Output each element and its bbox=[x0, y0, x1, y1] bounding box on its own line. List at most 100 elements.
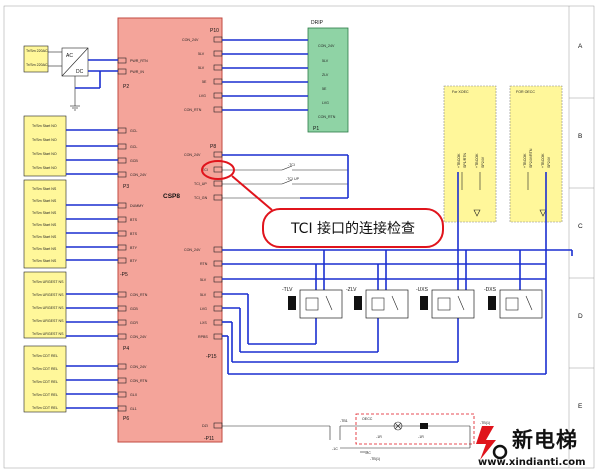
svg-text:Tr/Sm URGEST NS: Tr/Sm URGEST NS bbox=[32, 332, 64, 336]
csp8-left-pins: PWR_RTN PWR_IN GCL GCL GCB CON_24V DUMMY… bbox=[117, 57, 148, 412]
svg-text:BTY: BTY bbox=[130, 246, 138, 250]
left-terminal-group-2: Tr/Sm Start NS Tr/Sm Start NS Tr/Sm Star… bbox=[23, 179, 118, 269]
lamp-icon bbox=[393, 421, 403, 431]
svg-text:FOR OECC: FOR OECC bbox=[516, 90, 535, 94]
svg-text:+TBCOK: +TBCOK bbox=[523, 153, 527, 168]
sensor-panel-xoec: For XOEC +TBCOK SP1/RTN +TBCOK SP24V bbox=[443, 85, 497, 223]
svg-text:-TB(1): -TB(1) bbox=[480, 421, 490, 425]
grid-row-b: B bbox=[578, 133, 582, 140]
sensor-uxs: -UXS bbox=[416, 287, 475, 319]
svg-text:BTS: BTS bbox=[130, 218, 138, 222]
svg-text:5LV: 5LV bbox=[200, 278, 207, 282]
svg-text:Tr/Sm Start NO: Tr/Sm Start NO bbox=[32, 152, 57, 156]
svg-text:5LV: 5LV bbox=[198, 52, 205, 56]
svg-text:Tr/Sm Start NS: Tr/Sm Start NS bbox=[32, 199, 57, 203]
svg-text:Tr/Sm Start NO: Tr/Sm Start NO bbox=[32, 124, 57, 128]
svg-text:-DXS: -DXS bbox=[484, 287, 497, 293]
svg-text:Tr/Sm Start NS: Tr/Sm Start NS bbox=[32, 259, 57, 263]
svg-text:GCB: GCB bbox=[130, 307, 138, 311]
svg-text:TCI_GN: TCI_GN bbox=[194, 196, 208, 200]
grid-row-a: A bbox=[578, 43, 583, 50]
svg-text:CON_RTN: CON_RTN bbox=[130, 293, 148, 297]
svg-text:Tr/Sm URGEST NS: Tr/Sm URGEST NS bbox=[32, 293, 64, 297]
svg-text:Tr/Sm URGEST NS: Tr/Sm URGEST NS bbox=[32, 319, 64, 323]
port-p3: P3 bbox=[123, 184, 129, 190]
grid-row-e: E bbox=[578, 403, 583, 410]
svg-text:GCL: GCL bbox=[130, 129, 137, 133]
svg-text:GCB: GCB bbox=[130, 159, 138, 163]
svg-text:GL1: GL1 bbox=[130, 407, 137, 411]
svg-text:BTY: BTY bbox=[130, 259, 138, 263]
svg-text:5LV: 5LV bbox=[200, 293, 207, 297]
svg-text:+TBCOK: +TBCOK bbox=[541, 153, 545, 168]
port-p2: P2 bbox=[123, 84, 129, 90]
svg-text:SP24V: SP24V bbox=[547, 156, 551, 168]
sensor-zlv: -ZLV bbox=[346, 287, 409, 319]
port-p11: -P11 bbox=[204, 436, 214, 442]
svg-text:Tr/Sm CDT REL: Tr/Sm CDT REL bbox=[32, 393, 58, 397]
power-input: Tr/Sm 220AC Tr/Sm 220AC AC DC bbox=[23, 45, 118, 111]
svg-text:5LV: 5LV bbox=[198, 66, 205, 70]
svg-text:GCR: GCR bbox=[130, 321, 138, 325]
svg-text:LVG: LVG bbox=[200, 307, 207, 311]
csp8-board: CSP8 P2 P3 -P5 P4 P6 P10 P8 -P15 -P11 bbox=[117, 17, 223, 443]
svg-text:P1: P1 bbox=[313, 126, 319, 132]
svg-text:SP24V: SP24V bbox=[481, 156, 485, 168]
port-p4: P4 bbox=[123, 346, 129, 352]
drip-title: DRIP bbox=[311, 20, 324, 26]
svg-text:-TB(1): -TB(1) bbox=[370, 457, 380, 461]
grid-row-d: D bbox=[578, 313, 583, 320]
grid-row-c: C bbox=[578, 223, 583, 230]
left-terminal-group-3: Tr/Sm URGEST NS Tr/Sm URGEST NS Tr/Sm UR… bbox=[23, 271, 118, 339]
svg-text:Tr/Sm URGEST NS: Tr/Sm URGEST NS bbox=[32, 306, 64, 310]
svg-text:RPBS: RPBS bbox=[198, 335, 208, 339]
svg-text:GCL: GCL bbox=[130, 145, 137, 149]
svg-text:Tr/Sm CDT REL: Tr/Sm CDT REL bbox=[32, 406, 58, 410]
svg-text:Tr/Sm 220AC: Tr/Sm 220AC bbox=[26, 49, 48, 53]
svg-text:-UXS: -UXS bbox=[416, 287, 429, 293]
pin-row: TCI_GN bbox=[194, 194, 223, 201]
port-p15: -P15 bbox=[206, 354, 217, 360]
svg-text:Tr/Sm Start NS: Tr/Sm Start NS bbox=[32, 223, 57, 227]
port-p10: P10 bbox=[210, 28, 219, 34]
tci-highlight-circle bbox=[201, 160, 235, 180]
pin-row: TCI_UP bbox=[194, 180, 223, 187]
sensor-tlv: -TLV bbox=[282, 287, 343, 319]
bottom-circuit: -TB1 -1C OECC -1R -1R -TB(1) -TB(1) -2C bbox=[222, 413, 490, 461]
svg-text:Tr/Sm Start NO: Tr/Sm Start NO bbox=[32, 138, 57, 142]
svg-text:GLX: GLX bbox=[130, 393, 138, 397]
svg-text:Tr/Sm URGEST NS: Tr/Sm URGEST NS bbox=[32, 280, 64, 284]
svg-text:5E: 5E bbox=[202, 80, 207, 84]
watermark-logo-icon bbox=[476, 426, 508, 460]
tci-wiring: -TCI -TCI UP bbox=[201, 154, 349, 211]
svg-text:+TBCOK: +TBCOK bbox=[475, 153, 479, 168]
svg-text:LVG: LVG bbox=[199, 94, 206, 98]
oecc-dashed-box bbox=[355, 413, 475, 445]
svg-text:-ZLV: -ZLV bbox=[346, 287, 357, 293]
svg-text:LXS: LXS bbox=[200, 321, 207, 325]
sensor-row: -TLV -ZLV -UXS -DXS bbox=[282, 287, 543, 319]
svg-text:For XOEC: For XOEC bbox=[452, 90, 469, 94]
svg-text:DZI: DZI bbox=[202, 424, 208, 428]
svg-text:CON_24V: CON_24V bbox=[130, 335, 147, 339]
tci-up-switch-label: -TCI UP bbox=[286, 177, 300, 181]
svg-text:Tr/Sm CDT REL: Tr/Sm CDT REL bbox=[32, 354, 58, 358]
svg-text:PWR_IN: PWR_IN bbox=[130, 70, 144, 74]
svg-text:Tr/Sm CDT REL: Tr/Sm CDT REL bbox=[32, 380, 58, 384]
svg-text:Tr/Sm Start NS: Tr/Sm Start NS bbox=[32, 247, 57, 251]
svg-text:5E: 5E bbox=[322, 87, 327, 91]
svg-text:CON_24V: CON_24V bbox=[184, 248, 201, 252]
svg-text:CON_24V: CON_24V bbox=[182, 38, 199, 42]
left-terminal-group-1: Tr/Sm Start NO Tr/Sm Start NO Tr/Sm Star… bbox=[23, 115, 118, 177]
sensor-panel-oecc: FOR OECC +TBCOK SP24V/RTN +TBCOK SP24V bbox=[509, 85, 563, 223]
sensor-dxs: -DXS bbox=[484, 287, 543, 319]
svg-text:Tr/Sm CDT REL: Tr/Sm CDT REL bbox=[32, 367, 58, 371]
svg-text:PWR_RTN: PWR_RTN bbox=[130, 59, 148, 63]
svg-text:-TB1: -TB1 bbox=[340, 419, 348, 423]
watermark-title: 新电梯 bbox=[512, 428, 578, 452]
svg-text:CON_24V: CON_24V bbox=[184, 153, 201, 157]
svg-text:AC: AC bbox=[66, 53, 73, 59]
svg-text:5LV: 5LV bbox=[322, 59, 329, 63]
svg-text:Tr/Sm Start NS: Tr/Sm Start NS bbox=[32, 211, 57, 215]
svg-text:LVG: LVG bbox=[322, 101, 329, 105]
